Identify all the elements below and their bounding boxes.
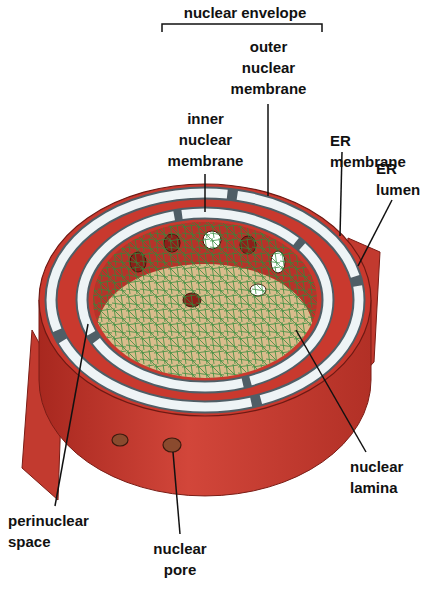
part-label: nuclear lamina <box>350 456 430 498</box>
er-lumen-band <box>51 193 359 407</box>
part-label: nuclear envelope <box>165 2 325 23</box>
membrane-cut-surface <box>39 184 371 416</box>
perinuclear-band <box>82 213 328 387</box>
er-lumen-band <box>51 193 359 407</box>
bracket <box>162 24 322 32</box>
part-label: inner nuclear membrane <box>163 108 248 171</box>
part-label: outer nuclear membrane <box>226 36 311 99</box>
part-label: perinuclear space <box>8 510 108 552</box>
perinuclear-band <box>82 213 328 387</box>
nucleus-interior <box>90 215 320 396</box>
part-label: nuclear pore <box>140 538 220 580</box>
part-label: ER lumen <box>376 158 430 200</box>
